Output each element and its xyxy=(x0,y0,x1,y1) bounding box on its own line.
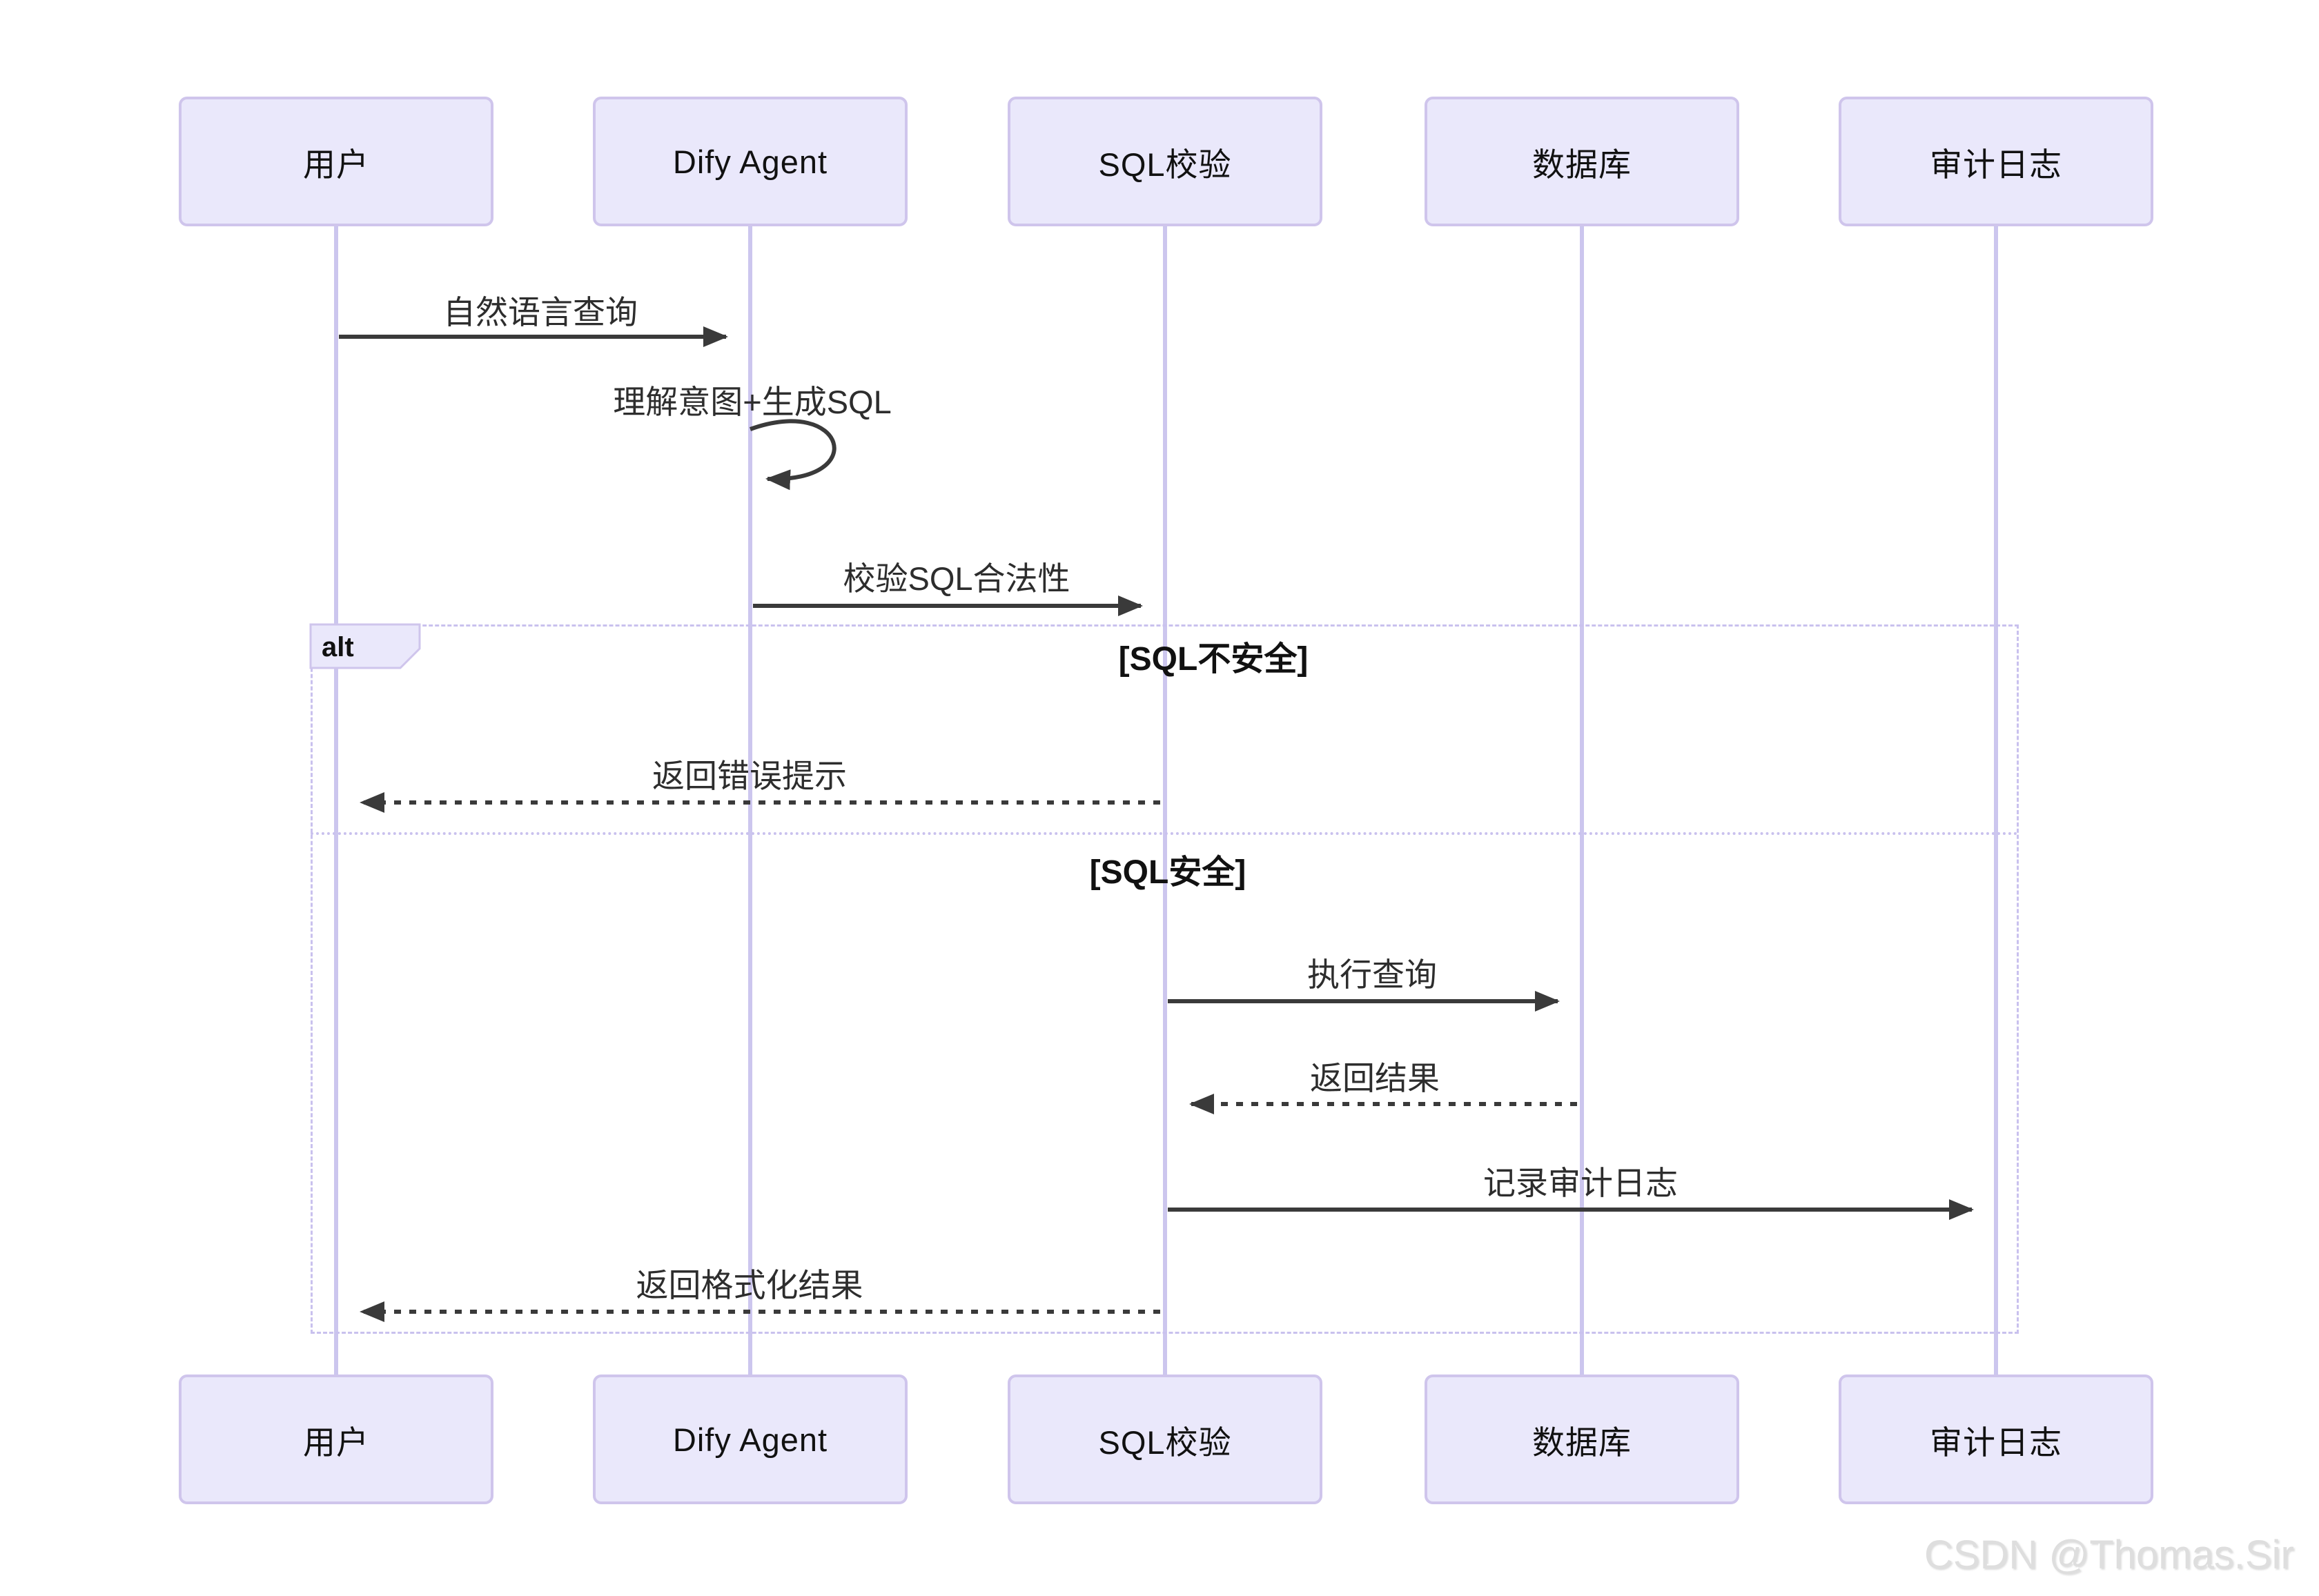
alt-fragment-divider xyxy=(311,832,2019,835)
watermark: CSDN @Thomas.Sir xyxy=(1924,1533,2294,1577)
lifeline-user xyxy=(334,226,338,1375)
lifeline-sql-check xyxy=(1163,226,1167,1375)
message-return-formatted-result: 返回格式化结果 xyxy=(636,1267,863,1303)
alt-guard-sql-unsafe: [SQL不安全] xyxy=(1118,641,1309,678)
actor-top-sql-check: SQL校验 xyxy=(1008,97,1322,226)
alt-operator-box xyxy=(309,623,421,669)
message-return-result: 返回结果 xyxy=(1310,1060,1440,1096)
message-return-error: 返回错误提示 xyxy=(652,758,847,794)
alt-guard-sql-safe: [SQL安全] xyxy=(1089,854,1246,891)
message-natural-language-query: 自然语言查询 xyxy=(443,294,638,331)
actor-top-audit-log: 审计日志 xyxy=(1839,97,2153,226)
message-validate-sql-legality: 校验SQL合法性 xyxy=(843,560,1070,597)
actor-bottom-audit-log: 审计日志 xyxy=(1839,1375,2153,1504)
actor-top-user: 用户 xyxy=(179,97,493,226)
actor-bottom-sql-check: SQL校验 xyxy=(1008,1375,1322,1504)
alt-fragment-frame xyxy=(311,624,2019,1334)
lifeline-audit-log xyxy=(1994,226,1998,1375)
lifeline-database xyxy=(1580,226,1584,1375)
actor-top-dify-agent: Dify Agent xyxy=(593,97,908,226)
arrow-self-generate-sql xyxy=(749,419,836,491)
message-execute-query: 执行查询 xyxy=(1307,956,1437,993)
actor-bottom-user: 用户 xyxy=(179,1375,493,1504)
actor-bottom-dify-agent: Dify Agent xyxy=(593,1375,908,1504)
message-understand-intent-generate-sql: 理解意图+生成SQL xyxy=(613,384,892,420)
actor-top-database: 数据库 xyxy=(1425,97,1739,226)
actor-bottom-database: 数据库 xyxy=(1425,1375,1739,1504)
message-write-audit-log: 记录审计日志 xyxy=(1483,1165,1678,1201)
alt-operator-label: alt xyxy=(322,632,354,662)
